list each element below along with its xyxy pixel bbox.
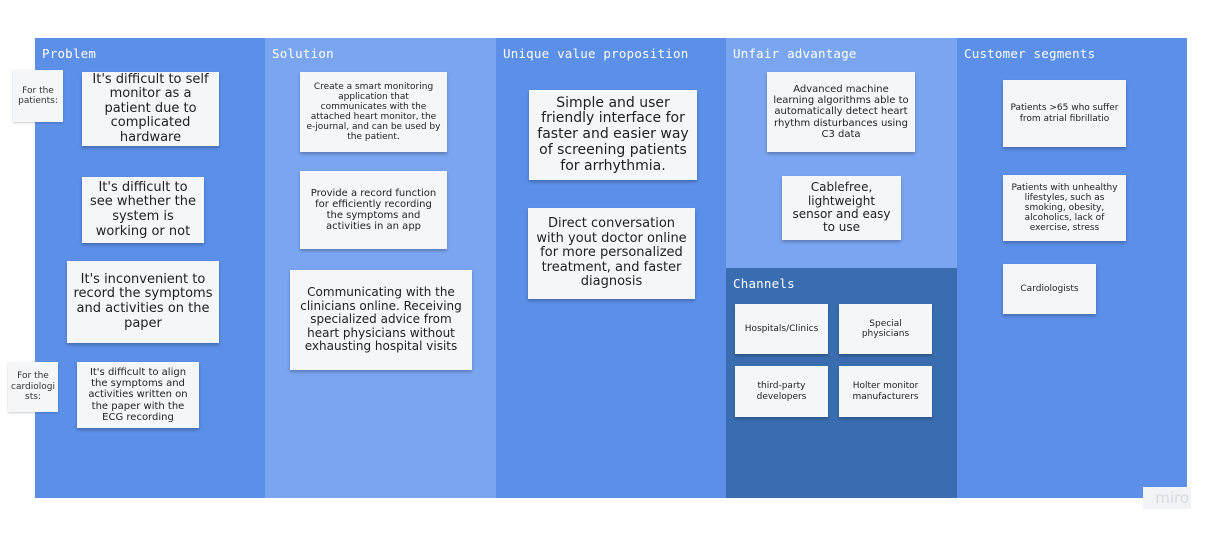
- channel-note[interactable]: Hospitals/Clinics: [735, 304, 828, 354]
- side-label-cardiologists: For the cardiologi sts:: [8, 362, 58, 412]
- solution-note[interactable]: Create a smart monitoring application th…: [300, 72, 447, 152]
- channels-title: Channels: [733, 276, 795, 291]
- solution-note[interactable]: Provide a record function for efficientl…: [300, 171, 447, 249]
- problem-note[interactable]: It's difficult to see whether the system…: [82, 177, 204, 243]
- problem-note[interactable]: It's inconvenient to record the symptoms…: [67, 261, 219, 343]
- solution-note[interactable]: Communicating with the clinicians online…: [290, 270, 472, 370]
- side-label-patients: For the patients:: [13, 70, 63, 122]
- unfair-advantage-note[interactable]: Advanced machine learning algorithms abl…: [767, 72, 915, 152]
- problem-title: Problem: [42, 46, 97, 61]
- segment-note[interactable]: Cardiologists: [1003, 264, 1096, 314]
- uvp-note[interactable]: Direct conversation with yout doctor onl…: [528, 208, 695, 299]
- uvp-title: Unique value proposition: [503, 46, 689, 61]
- problem-note[interactable]: It's difficult to align the symptoms and…: [77, 362, 199, 428]
- segment-note[interactable]: Patients >65 who suffer from atrial fibr…: [1003, 80, 1126, 147]
- unfair-advantage-note[interactable]: Cablefree, lightweight sensor and easy t…: [782, 176, 901, 240]
- unfair-advantage-title: Unfair advantage: [733, 46, 857, 61]
- segment-note[interactable]: Patients with unhealthy lifestyles, such…: [1003, 175, 1126, 241]
- segments-title: Customer segments: [964, 46, 1096, 61]
- solution-title: Solution: [272, 46, 334, 61]
- channel-note[interactable]: Special physicians: [839, 304, 932, 354]
- problem-note[interactable]: It's difficult to self monitor as a pati…: [82, 72, 219, 146]
- channel-note[interactable]: third-party developers: [735, 366, 828, 417]
- miro-logo: miro: [1143, 487, 1191, 509]
- uvp-note[interactable]: Simple and user friendly interface for f…: [529, 90, 697, 180]
- channel-note[interactable]: Holter monitor manufacturers: [839, 366, 932, 417]
